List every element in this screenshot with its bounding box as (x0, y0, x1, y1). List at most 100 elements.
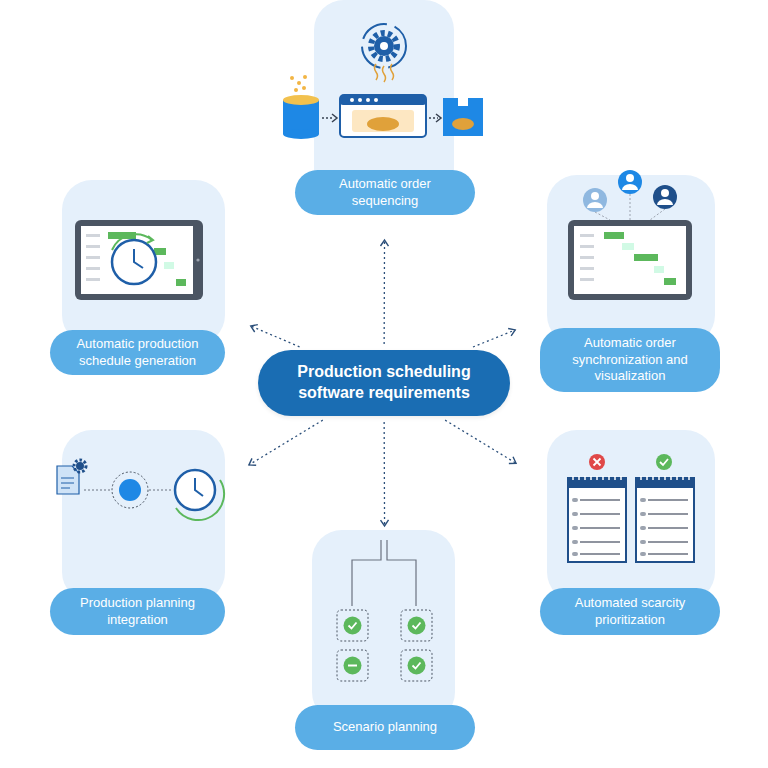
sequencing-illustration-part (294, 88, 298, 92)
scenario-illustration-part (413, 663, 421, 669)
hub-pill: Production scheduling software requireme… (258, 350, 510, 416)
sync-tablet-illustration-part (661, 189, 669, 197)
sequencing-illustration-part (332, 114, 337, 122)
scenario-illustration-part (408, 657, 426, 675)
sync-tablet-illustration-part (568, 220, 692, 300)
sequencing-illustration-part (362, 24, 406, 68)
sync-tablet-illustration-part (580, 267, 594, 270)
sequencing-illustration-part (367, 117, 399, 131)
prioritization-illustration-part (656, 454, 672, 470)
sync-tablet-illustration-part (650, 209, 665, 220)
sync-tablet-illustration-part (618, 170, 642, 194)
card-background (312, 530, 455, 722)
sync-tablet-illustration-part (574, 226, 686, 294)
sync-tablet-illustration-part (595, 212, 610, 220)
requirement-card: Automatic order synchronization and visu… (540, 175, 720, 392)
prioritization-illustration-part (589, 454, 605, 470)
sequencing-illustration-part (302, 86, 306, 90)
prioritization-illustration-part (568, 478, 626, 488)
sync-tablet-illustration-part (580, 278, 594, 281)
integration-illustration-part (175, 470, 215, 510)
sequencing-illustration-part (290, 76, 294, 80)
sequencing-illustration-part (340, 95, 426, 105)
schedule-tablet-illustration-part (164, 262, 174, 269)
sequencing-illustration-part (375, 64, 394, 82)
sync-tablet-illustration-part (630, 194, 631, 220)
integration-illustration-part (84, 490, 110, 491)
schedule-tablet-illustration-part (86, 245, 100, 248)
scenario-illustration-part (337, 610, 368, 641)
schedule-tablet-illustration-part (81, 226, 193, 294)
sequencing-illustration-part (366, 98, 370, 102)
sync-tablet-illustration-part (664, 278, 676, 285)
sync-tablet-illustration-part (657, 199, 673, 205)
label-pill: Production planning integration (50, 588, 225, 635)
dotted-arrow (473, 330, 515, 347)
requirement-card: Automated scarcity prioritization (540, 430, 720, 635)
dotted-arrow (383, 240, 385, 344)
sequencing-illustration-part (283, 100, 319, 134)
integration-illustration-part (57, 466, 79, 494)
sync-tablet-illustration-part (622, 184, 638, 190)
label-pill: Automatic order synchronization and visu… (540, 328, 720, 392)
scenario-illustration-part (348, 665, 357, 667)
sync-tablet-illustration-part (591, 192, 599, 200)
scenario-illustration-part (401, 610, 432, 641)
integration-illustration (57, 460, 224, 520)
scenario-illustration-part (401, 650, 432, 681)
sync-tablet-illustration-part (634, 254, 658, 261)
prioritization-illustration (568, 454, 694, 562)
scenario-illustration (337, 540, 432, 681)
sequencing-illustration-part (340, 95, 426, 137)
dotted-arrow (249, 420, 323, 465)
label-pill: Scenario planning (295, 705, 475, 750)
sequencing-illustration-part (283, 129, 319, 139)
scenario-illustration-part (349, 623, 357, 629)
schedule-tablet-illustration-part (176, 279, 186, 286)
hub-label: Production scheduling software requireme… (280, 362, 488, 404)
card-background (62, 180, 225, 345)
schedule-tablet-illustration-part (112, 234, 152, 250)
sync-tablet-illustration-part (604, 232, 624, 239)
sequencing-illustration-part (358, 98, 362, 102)
sequencing-illustration-part (350, 98, 354, 102)
dotted-arrow (384, 422, 386, 526)
integration-illustration-part (61, 488, 70, 489)
sync-tablet-illustration-part (587, 202, 603, 208)
schedule-tablet-illustration-part (86, 256, 100, 259)
label-pill: Automatic production schedule generation (50, 330, 225, 375)
scenario-illustration-part (352, 540, 416, 606)
sequencing-illustration-part (322, 117, 334, 119)
integration-illustration-part (61, 478, 74, 479)
schedule-tablet-illustration (75, 220, 203, 300)
label-pill: Automated scarcity prioritization (540, 588, 720, 635)
prioritization-illustration-part (574, 500, 644, 554)
prioritization-illustration-part (636, 478, 694, 488)
sequencing-illustration-part (452, 118, 474, 130)
sequencing-illustration-part (374, 98, 378, 102)
label-pill: Automatic order sequencing (295, 170, 475, 215)
dotted-arrow (445, 420, 516, 463)
schedule-tablet-illustration-part (196, 258, 199, 261)
scenario-illustration-part (344, 657, 362, 675)
sequencing-illustration-part (297, 81, 301, 85)
sync-tablet-illustration-part (580, 245, 594, 248)
integration-illustration-part (76, 462, 84, 470)
sync-tablet-illustration (568, 170, 692, 300)
card-background (62, 430, 225, 602)
dotted-arrow (251, 326, 300, 347)
scenario-illustration-part (413, 623, 421, 629)
schedule-tablet-illustration-part (75, 220, 203, 300)
prioritization-illustration-part (636, 478, 694, 562)
schedule-tablet-illustration-part (86, 267, 100, 270)
requirement-card: Automatic production schedule generation (50, 180, 225, 375)
sync-tablet-illustration-part (622, 243, 634, 250)
integration-illustration-part (61, 483, 74, 484)
integration-illustration-part (176, 480, 224, 520)
sync-tablet-illustration-part (580, 256, 594, 259)
schedule-tablet-illustration-part (147, 236, 153, 243)
prioritization-illustration-part (660, 459, 668, 465)
card-background (547, 175, 715, 345)
card-background (547, 430, 715, 602)
